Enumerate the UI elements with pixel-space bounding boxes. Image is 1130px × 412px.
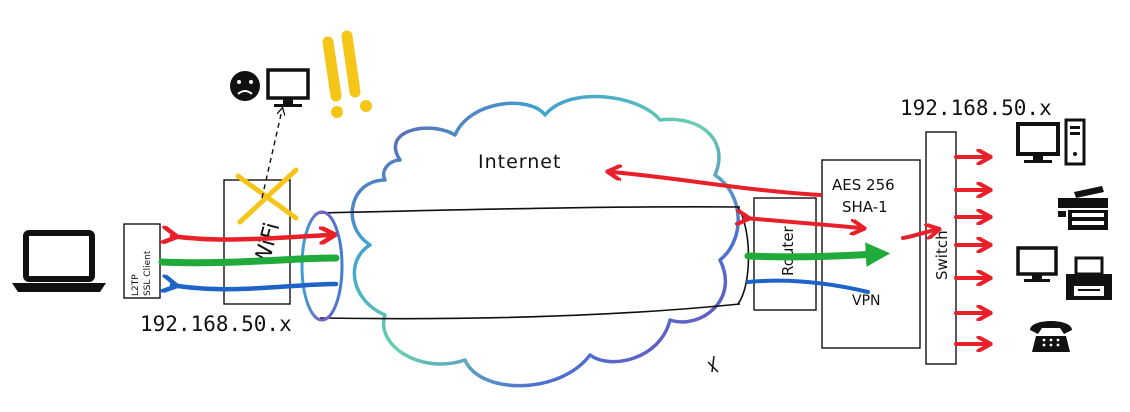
laptop-icon <box>12 230 106 292</box>
printer-icon <box>1066 256 1112 300</box>
switch-label: Switch <box>933 230 951 280</box>
telephone-icon <box>1030 321 1072 352</box>
encryption-label-sha: SHA-1 <box>842 198 888 216</box>
desktop-computer-icon <box>1016 118 1086 166</box>
red-traffic-line-internet <box>612 172 822 197</box>
copier-icon <box>1058 186 1108 230</box>
client-label-l2tp: L2TP <box>131 274 141 296</box>
green-traffic-line-left <box>158 254 340 267</box>
client-label-ssl: SSL Client <box>143 250 153 296</box>
exclamation-marks <box>322 30 372 118</box>
eavesdrop-dashed-line <box>261 110 282 199</box>
blue-traffic-line-right <box>746 278 870 294</box>
monitor-icon-small <box>1016 246 1058 282</box>
stray-mark <box>707 355 719 373</box>
blue-traffic-line-left <box>172 284 339 289</box>
router-label: Router <box>779 225 797 276</box>
ssl-client-box: L2TP SSL Client <box>123 223 161 299</box>
vpn-tunnel <box>300 206 750 322</box>
switch-port-arrows <box>954 157 986 344</box>
monitor-icon <box>266 68 310 107</box>
cross-icon <box>235 167 299 225</box>
encryption-label-aes: AES 256 <box>832 176 895 194</box>
red-traffic-line-to-switch <box>901 230 935 240</box>
internet-cloud <box>350 94 740 388</box>
green-traffic-line-right <box>744 242 891 267</box>
switch-box: Switch <box>925 131 957 365</box>
vpn-label: VPN <box>852 293 881 309</box>
encryption-box: AES 256 SHA-1 VPN <box>821 159 921 349</box>
red-traffic-line-router <box>745 218 860 228</box>
ip-label-right: 192.168.50.x <box>900 96 1052 120</box>
internet-label: Internet <box>478 151 561 173</box>
sad-face-icon <box>230 71 260 101</box>
red-traffic-line-left <box>172 235 330 240</box>
ip-label-left: 192.168.50.x <box>140 312 292 336</box>
